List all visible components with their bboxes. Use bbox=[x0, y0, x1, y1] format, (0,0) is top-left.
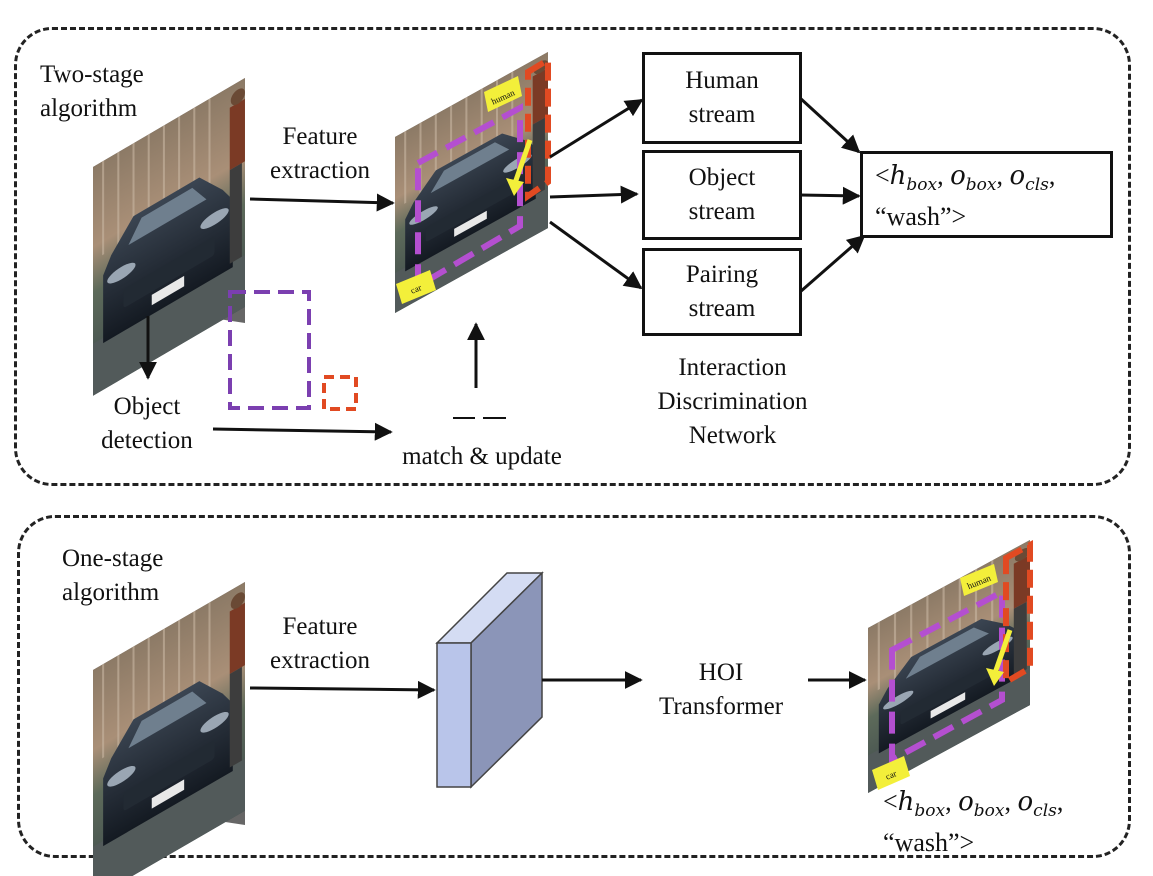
one-stage-title-line2: algorithm bbox=[62, 579, 160, 606]
arrow-object-to-output bbox=[799, 186, 861, 205]
tuple-comma: , bbox=[937, 161, 944, 190]
car-tag-two-stage: car bbox=[396, 270, 436, 304]
hoi-label-line2: Transformer bbox=[658, 693, 784, 720]
human-stream-line2: stream bbox=[688, 101, 756, 128]
network-label-line1: Interaction bbox=[678, 354, 787, 381]
output-tuple-box-top: <hbox, obox, ocls, “wash”> bbox=[860, 151, 1113, 238]
pairing-stream-line1: Pairing bbox=[685, 261, 759, 288]
annotated-image-two-stage bbox=[393, 50, 551, 315]
hoi-transformer-label: HOI Transformer bbox=[640, 656, 802, 724]
human-tag-one-stage: human bbox=[960, 564, 998, 596]
tuple-comma: , bbox=[996, 161, 1004, 190]
tuple-comma: , bbox=[945, 787, 952, 816]
pairing-stream-line2: stream bbox=[688, 295, 756, 322]
tuple-comma: , bbox=[1048, 161, 1056, 190]
two-stage-title: Two-stage algorithm bbox=[40, 58, 144, 126]
network-label-line2: Discrimination bbox=[657, 388, 808, 415]
feature-label-line1: Feature bbox=[282, 613, 358, 640]
tuple-o-sub: box bbox=[965, 175, 997, 196]
arrow-to-object-stream bbox=[549, 185, 639, 204]
two-stage-title-line2: algorithm bbox=[40, 95, 138, 122]
two-stage-title-line1: Two-stage bbox=[40, 61, 144, 88]
input-image-two-stage bbox=[91, 76, 247, 397]
detected-object-box bbox=[322, 375, 358, 411]
car-tag-one-stage: car bbox=[872, 756, 910, 790]
tuple-o-sub: box bbox=[973, 801, 1005, 822]
tuple-comma: , bbox=[1004, 787, 1012, 816]
feature-label-line2: extraction bbox=[270, 647, 370, 674]
object-stream-box: Object stream bbox=[642, 150, 802, 240]
arrow-detection-match bbox=[212, 422, 393, 441]
arrow-pairing-to-output bbox=[799, 234, 866, 294]
object-stream-line1: Object bbox=[688, 164, 756, 191]
detection-label-line2: detection bbox=[101, 427, 193, 454]
tuple-h-sub: box bbox=[914, 801, 946, 822]
arrow-to-human-stream bbox=[549, 98, 644, 159]
feature-extraction-label-bottom: Feature extraction bbox=[265, 610, 375, 678]
tuple-lt: < bbox=[875, 161, 890, 190]
tuple-ocls: o bbox=[1009, 161, 1026, 191]
feature-label-line2: extraction bbox=[270, 157, 370, 184]
car-tag-label: car bbox=[409, 282, 423, 295]
output-tuple-verb: “wash”> bbox=[875, 202, 967, 232]
interaction-network-label: Interaction Discrimination Network bbox=[625, 351, 840, 453]
arrow-human-to-output bbox=[798, 96, 861, 154]
arrow-to-pairing-stream bbox=[549, 220, 643, 290]
feature-cube bbox=[435, 571, 544, 789]
tuple-lt: < bbox=[883, 787, 898, 816]
arrow-feature-one-stage bbox=[249, 680, 436, 699]
arrow-feature-two-stage bbox=[249, 193, 395, 212]
feature-label-line1: Feature bbox=[282, 123, 358, 150]
tuple-o: o bbox=[950, 161, 966, 191]
output-tuple-line1: <hbox, obox, ocls, bbox=[883, 786, 1123, 827]
detected-human-box bbox=[228, 290, 311, 410]
detection-label-line1: Object bbox=[113, 393, 181, 420]
network-label-line3: Network bbox=[688, 422, 777, 449]
one-stage-panel bbox=[17, 515, 1131, 858]
object-detection-label: Object detection bbox=[82, 390, 212, 458]
car-tag-label: car bbox=[884, 768, 898, 781]
tuple-h-sub: box bbox=[906, 175, 938, 196]
pairing-stream-box: Pairing stream bbox=[642, 248, 802, 336]
output-tuple-bottom: <hbox, obox, ocls, “wash”> bbox=[883, 786, 1123, 859]
human-stream-line1: Human bbox=[685, 67, 759, 94]
tuple-o: o bbox=[958, 787, 974, 817]
one-stage-title-line1: One-stage bbox=[62, 545, 164, 572]
two-stage-panel bbox=[14, 27, 1131, 486]
tuple-cls-sub: cls bbox=[1025, 175, 1049, 196]
one-stage-title: One-stage algorithm bbox=[62, 542, 163, 610]
tuple-cls-sub: cls bbox=[1033, 801, 1057, 822]
output-tuple-verb: “wash”> bbox=[883, 828, 975, 858]
input-image-one-stage bbox=[91, 580, 247, 876]
match-update-label: match & update bbox=[402, 443, 562, 470]
tuple-h: h bbox=[897, 787, 915, 817]
hoi-label-line1: HOI bbox=[698, 659, 744, 686]
tuple-comma: , bbox=[1056, 787, 1064, 816]
human-stream-box: Human stream bbox=[642, 52, 802, 144]
tuple-h: h bbox=[889, 161, 907, 191]
object-stream-line2: stream bbox=[688, 198, 756, 225]
feature-extraction-label-top: Feature extraction bbox=[265, 120, 375, 188]
tuple-ocls: o bbox=[1017, 787, 1034, 817]
output-tuple-line1: <hbox, obox, ocls, bbox=[875, 160, 1098, 201]
annotated-image-one-stage bbox=[866, 538, 1033, 795]
